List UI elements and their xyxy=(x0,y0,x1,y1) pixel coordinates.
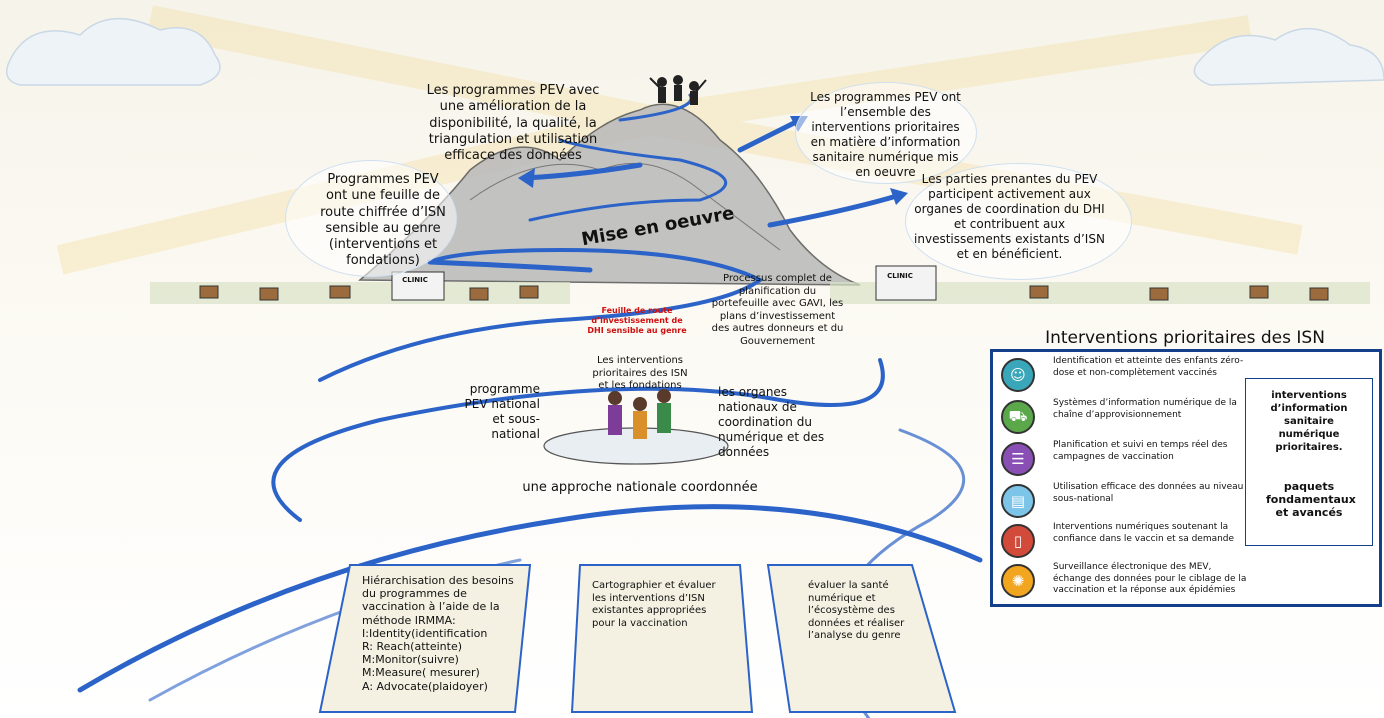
panel-item: ☰ Planification et suivi en temps réel de… xyxy=(1001,440,1251,480)
panel-item-text: Systèmes d’information numérique de la c… xyxy=(1053,398,1237,420)
central-people xyxy=(608,389,671,439)
top-right-text: Les programmes PEV ont l’ensemble des in… xyxy=(810,90,961,179)
panel-item: ▯ Interventions numériques soutenant la c… xyxy=(1001,522,1251,562)
bottom-box-1-text: Hiérarchisation des besoins du programme… xyxy=(362,574,514,693)
organes-text: les organes nationaux de coordination du… xyxy=(718,385,825,459)
bottom-box-2-text: Cartographier et évaluer les interventio… xyxy=(592,580,716,629)
clinic-building-left xyxy=(391,271,445,301)
bottom-box-2-shape xyxy=(570,564,754,713)
panel-item: ☺ Identification et atteinte des enfants … xyxy=(1001,356,1251,396)
bottom-box-3-shape xyxy=(766,564,957,713)
panel-item: ▤ Utilisation efficace des données au niv… xyxy=(1001,482,1251,522)
clipboard-icon: ☰ xyxy=(1001,442,1035,476)
panel-box-text-1: interventions d’information sanitaire nu… xyxy=(1270,390,1348,453)
right-bubble-text: Les parties prenantes du PEV participent… xyxy=(914,172,1105,261)
panel-item-text: Surveillance électronique des MEV, échan… xyxy=(1053,562,1247,596)
programme-pev-text: programme PEV national et sous-national xyxy=(464,382,540,441)
virus-icon: ✺ xyxy=(1001,564,1035,598)
bottom-box-3-text: évaluer la santé numérique et l’écosystè… xyxy=(808,580,905,641)
mountain xyxy=(357,103,861,286)
panel-summary-box: interventions d’information sanitaire nu… xyxy=(1245,378,1373,546)
panel-item-text: Identification et atteinte des enfants z… xyxy=(1053,356,1244,378)
panel-box-text-2: paquets fondamentaux et avancés xyxy=(1266,480,1356,520)
panel-item-text: Utilisation efficace des données au nive… xyxy=(1053,482,1244,504)
interventions-panel: ☺ Identification et atteinte des enfants … xyxy=(990,349,1382,607)
panel-item-text: Interventions numériques soutenant la co… xyxy=(1053,522,1235,544)
panel-item: ⛟ Systèmes d’information numérique de la … xyxy=(1001,398,1251,438)
summit-figures xyxy=(649,75,707,105)
approche-text: une approche nationale coordonnée xyxy=(522,480,758,495)
right-bubble-shape xyxy=(905,163,1132,280)
interventions-fondations-text: Les interventions prioritaires des ISN e… xyxy=(592,355,688,391)
child-icon: ☺ xyxy=(1001,358,1035,392)
top-right-bubble-shape xyxy=(795,82,977,184)
monitor-icon: ▤ xyxy=(1001,484,1035,518)
clinic-label-left: CLINIC xyxy=(402,276,428,284)
truck-icon: ⛟ xyxy=(1001,400,1035,434)
phone-icon: ▯ xyxy=(1001,524,1035,558)
panel-item: ✺ Surveillance électronique des MEV, écha… xyxy=(1001,562,1251,602)
clinic-label-right: CLINIC xyxy=(887,272,913,280)
bottom-box-1-shape xyxy=(318,564,532,713)
feuille-route-red: Feuille de route d’investissement de DHI… xyxy=(587,306,687,335)
clouds xyxy=(5,18,1384,86)
panel-title: Interventions prioritaires des ISN xyxy=(1045,328,1325,348)
left-bubble-shape xyxy=(285,160,457,277)
summit-left-text: Les programmes PEV avec une amélioration… xyxy=(426,83,600,163)
processus-text: Processus complet de planification du po… xyxy=(711,273,844,347)
panel-item-text: Planification et suivi en temps réel des… xyxy=(1053,440,1228,462)
left-bubble-text: Programmes PEV ont une feuille de route … xyxy=(320,172,446,269)
clinic-building-right xyxy=(875,265,937,301)
